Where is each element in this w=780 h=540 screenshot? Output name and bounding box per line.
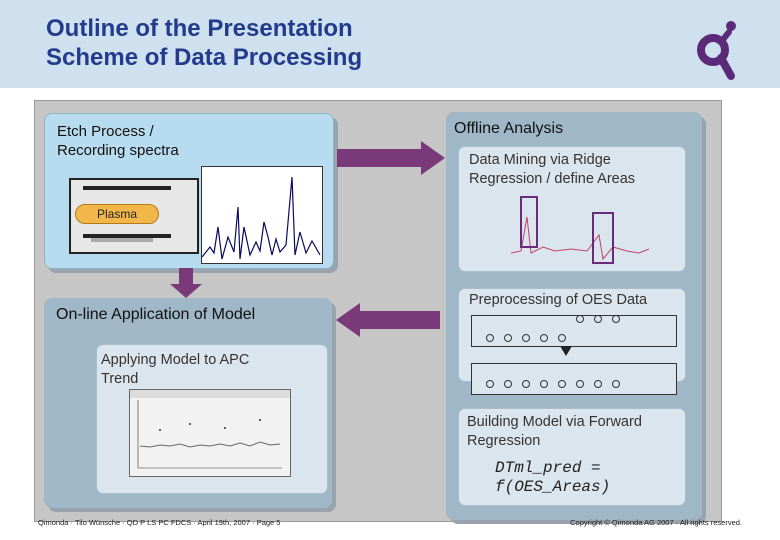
oes-node	[486, 334, 494, 342]
oes-data-row-2	[486, 334, 566, 342]
data-mining-line-2: Regression / define Areas	[469, 171, 636, 187]
applying-model-line-1: Applying Model to APC	[101, 352, 250, 368]
spectrum-plot	[201, 166, 323, 264]
preprocessing-box: Preprocessing of OES Data	[458, 288, 686, 395]
title-line-2: Scheme of Data Processing	[46, 44, 363, 71]
oes-data-row-3	[486, 380, 620, 388]
oes-node	[522, 334, 530, 342]
etch-process-label: Etch Process / Recording spectra	[57, 123, 179, 159]
arrow-right-icon	[337, 149, 421, 167]
applying-model-line-2: Trend	[101, 371, 139, 387]
arrow-right-icon	[421, 141, 445, 175]
formula-line-2: f(OES_Areas)	[495, 478, 611, 496]
oes-node	[540, 380, 548, 388]
building-model-box: Building Model via Forward Regression DT…	[458, 408, 686, 506]
applying-model-box: Applying Model to APC Trend	[96, 344, 328, 494]
arrow-down-icon	[170, 284, 202, 298]
apc-trend-screenshot	[129, 389, 291, 477]
footer-left-text: Qimonda · Tilo Wünsche · QD P LS PC FDCS…	[38, 518, 281, 527]
oes-node	[576, 315, 584, 323]
etch-process-panel: Etch Process / Recording spectra Plasma	[44, 113, 334, 269]
online-application-title: On-line Application of Model	[56, 306, 256, 323]
oes-data-row-1	[576, 315, 620, 323]
oes-node	[612, 380, 620, 388]
online-application-panel: On-line Application of Model Applying Mo…	[44, 298, 332, 508]
ridge-regression-plot	[510, 196, 650, 264]
building-model-line-2: Regression	[467, 433, 541, 449]
oes-node	[612, 315, 620, 323]
arrow-down-icon	[560, 346, 572, 356]
offline-analysis-label: Offline Analysis	[454, 120, 564, 137]
plasma-label: Plasma	[75, 204, 159, 224]
preprocessing-label: Preprocessing of OES Data	[469, 292, 648, 308]
building-model-line-1: Building Model via Forward	[467, 414, 642, 430]
oes-node	[486, 380, 494, 388]
oes-node	[594, 380, 602, 388]
arrow-left-icon	[336, 303, 360, 337]
oes-node	[594, 315, 602, 323]
title-line-1: Outline of the Presentation	[46, 15, 353, 42]
title-bar: Outline of the Presentation Scheme of Da…	[0, 0, 780, 88]
formula-line-1: DTml_pred =	[495, 459, 601, 477]
offline-analysis-panel: Offline Analysis Data Mining via Ridge R…	[446, 112, 702, 520]
oes-node	[558, 334, 566, 342]
oes-node	[558, 380, 566, 388]
page-title: Outline of the Presentation Scheme of Da…	[46, 14, 362, 72]
oes-node	[540, 334, 548, 342]
footer-right-text: Copyright © Qimonda AG 2007 · All rights…	[570, 518, 742, 527]
oes-node	[576, 380, 584, 388]
arrow-left-icon	[360, 311, 440, 329]
arrow-down-icon	[179, 268, 193, 286]
data-mining-line-1: Data Mining via Ridge	[469, 152, 611, 168]
oes-node	[504, 380, 512, 388]
oes-node	[522, 380, 530, 388]
oes-node	[504, 334, 512, 342]
company-logo	[697, 21, 736, 80]
data-mining-box: Data Mining via Ridge Regression / defin…	[458, 146, 686, 272]
